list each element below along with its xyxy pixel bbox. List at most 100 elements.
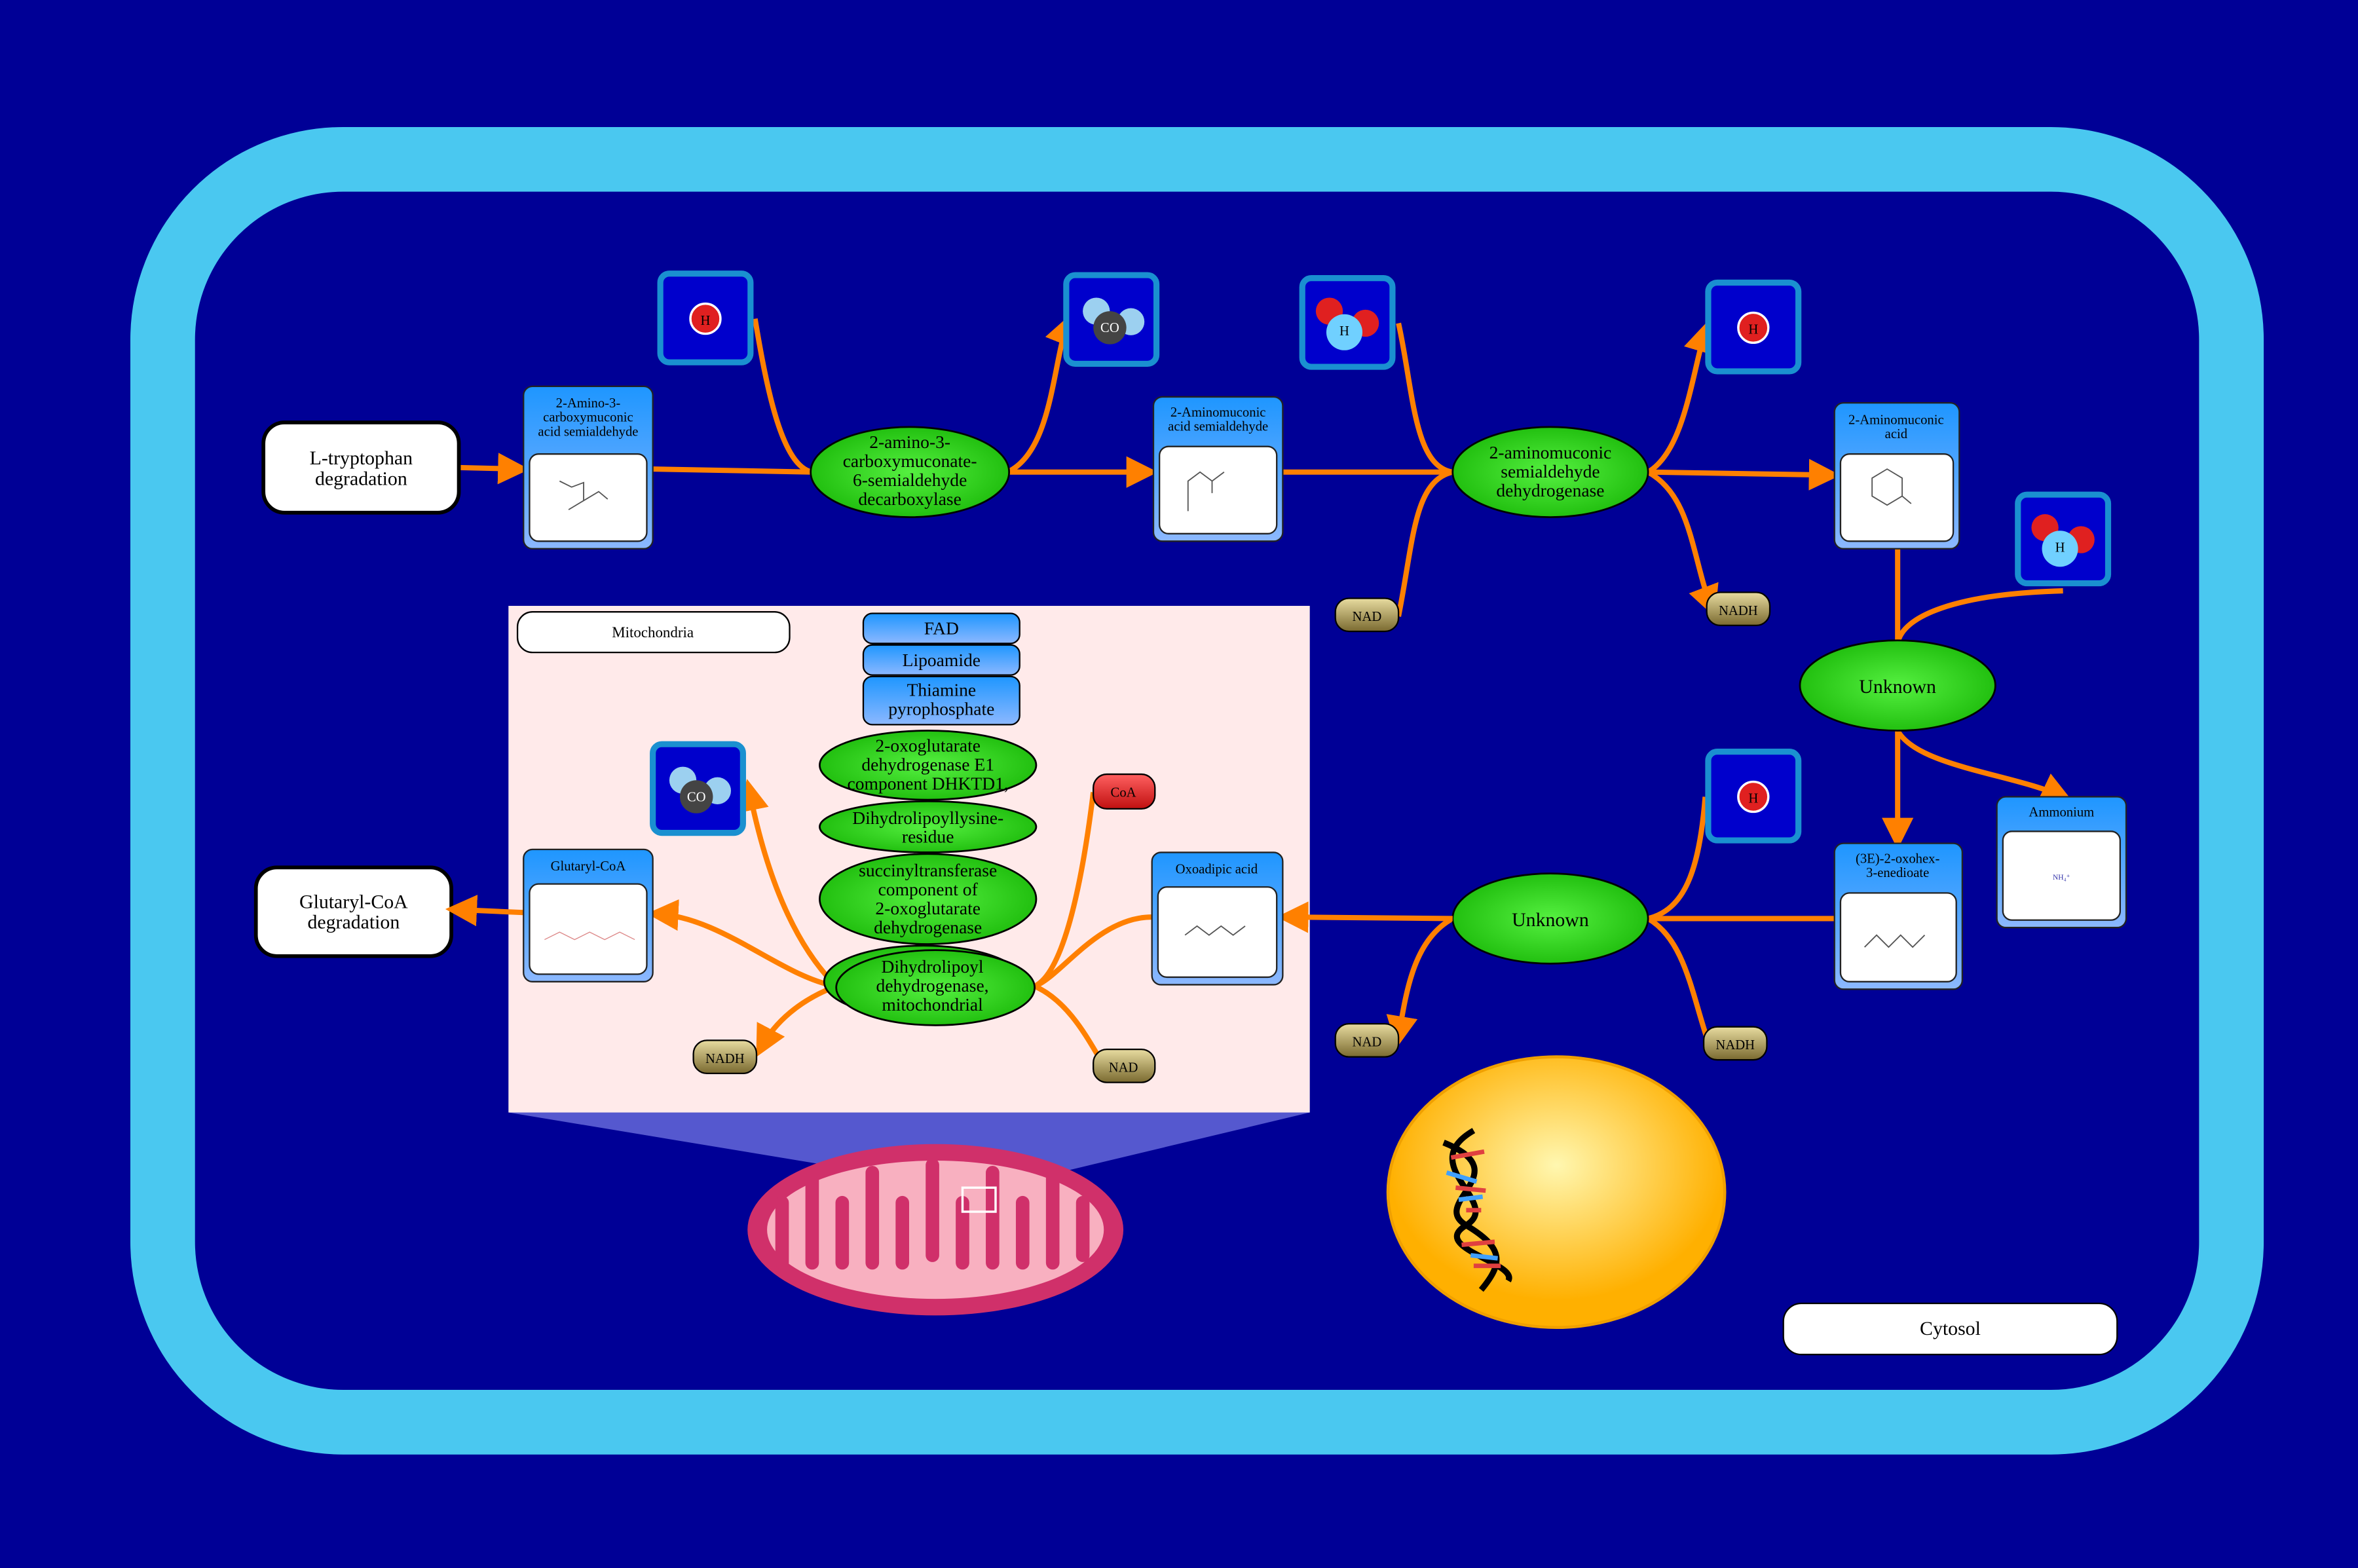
label-line: dehydrogenase E1 <box>861 755 994 775</box>
label-line: Glutaryl-CoA <box>299 891 408 912</box>
svg-text:CO: CO <box>687 790 706 804</box>
label-line: Ammonium <box>2029 805 2094 819</box>
label-line: 2-amino-3- <box>869 432 950 452</box>
structure-label: NH₄⁺ <box>2053 874 2070 882</box>
label-line: Glutaryl-CoA <box>551 859 626 874</box>
label-line: component DHKTD1, <box>848 773 1009 793</box>
metabolite-label: Ammonium <box>2029 805 2094 819</box>
label-line: pyrophosphate <box>888 699 994 719</box>
label-line: acid semialdehyde <box>1168 419 1268 434</box>
metabolite-label: (3E)-2-oxohex-3-enedioate <box>1856 852 1940 881</box>
nad-pill[interactable]: NAD <box>1334 597 1400 633</box>
label-line: degradation <box>315 468 407 490</box>
hydrogen-ion-icon[interactable]: H <box>1708 752 1799 840</box>
carbon-dioxide-icon[interactable]: CO <box>1063 272 1160 367</box>
nad-pill[interactable]: NAD <box>1334 1022 1400 1058</box>
svg-text:H: H <box>1748 792 1758 806</box>
label-line: Dihydrolipoyl <box>882 956 984 977</box>
nadh-pill[interactable]: NADH <box>1706 591 1771 626</box>
enzyme-label: Dihydrolipoyllysine-residue <box>852 808 1003 847</box>
mitochondria-edges <box>445 779 1453 1058</box>
svg-text:NAD: NAD <box>1353 1036 1382 1050</box>
label-line: 2-oxoglutarate <box>875 736 981 756</box>
label-line: L-tryptophan <box>310 447 413 469</box>
water-icon[interactable]: H <box>1299 275 1396 370</box>
label-line: component of <box>878 879 979 899</box>
enzyme-ellipse <box>819 853 1038 945</box>
label-line: 6-semialdehyde <box>853 470 967 490</box>
enzyme-label: Unknown <box>1859 676 1936 698</box>
nadh-pill[interactable]: NADH <box>692 1039 758 1074</box>
svg-text:NAD: NAD <box>1109 1061 1138 1075</box>
enzyme-ellipse <box>819 730 1038 801</box>
svg-text:CoA: CoA <box>1111 786 1136 800</box>
label-line: 3-enedioate <box>1866 866 1929 880</box>
metabolite-oxoadipic-acid[interactable]: Oxoadipic acid <box>1151 851 1284 986</box>
structure-icon <box>1871 468 1912 506</box>
label-line: Oxoadipic acid <box>1176 863 1258 877</box>
cell-membrane <box>130 126 2264 1455</box>
carbon-dioxide-icon[interactable]: CO <box>650 741 746 836</box>
metabolite-label: Oxoadipic acid <box>1176 863 1258 877</box>
nadh-pill[interactable]: NADH <box>1702 1026 1768 1061</box>
label-line: carboxymuconic <box>543 411 633 425</box>
svg-text:H: H <box>1748 323 1758 337</box>
structure-icon <box>1864 934 1926 948</box>
label-line: decarboxylase <box>858 489 961 509</box>
hydrogen-ion-icon[interactable]: H <box>660 274 751 362</box>
nad-pill[interactable]: NAD <box>1093 1048 1156 1083</box>
cofactor-lipoamide[interactable]: Lipoamide <box>862 644 1020 676</box>
structure-icon <box>1187 471 1225 512</box>
label-line: (3E)-2-oxohex- <box>1856 852 1940 867</box>
nucleus-icon <box>1386 1055 1727 1330</box>
label-line: 2-Aminomuconic <box>1170 405 1266 420</box>
compartment-label-mitochondria: Mitochondria <box>516 611 791 654</box>
svg-text:NAD: NAD <box>1353 610 1382 624</box>
label-line: mitochondrial <box>882 994 983 1015</box>
label-line: acid semialdehyde <box>538 424 638 439</box>
enzyme-acmsd[interactable]: 2-amino-3-carboxymuconate-6-semialdehyde… <box>810 426 1011 518</box>
enzyme-unknown[interactable]: Unknown <box>1451 872 1649 965</box>
hydrogen-ion-icon[interactable]: H <box>1708 283 1799 371</box>
label-line: carboxymuconate- <box>843 451 977 471</box>
cofactor-fad[interactable]: FAD <box>862 612 1020 644</box>
svg-text:NADH: NADH <box>1719 604 1758 618</box>
svg-text:NADH: NADH <box>705 1052 745 1066</box>
label-line: semialdehyde <box>1501 461 1600 481</box>
enzyme-unknown[interactable]: Unknown <box>1799 639 1996 732</box>
enzyme-ellipse <box>819 800 1038 853</box>
reaction-edges <box>458 313 2073 1048</box>
metabolite-3e-2-oxohex-3-enedioate[interactable]: (3E)-2-oxohex-3-enedioate <box>1833 842 1964 990</box>
metabolite-label: Glutaryl-CoA <box>551 859 626 874</box>
label-line: dehydrogenase <box>1496 480 1604 500</box>
label-line: Unknown <box>1512 909 1589 931</box>
label-line: degradation <box>307 912 400 933</box>
label-line: acid <box>1885 427 1908 441</box>
label-line: succinyltransferase <box>859 860 997 880</box>
label-line: dehydrogenase, <box>876 975 989 996</box>
coa-pill[interactable]: CoA <box>1093 773 1156 810</box>
svg-text:Lipoamide: Lipoamide <box>903 650 981 670</box>
mitochondrion-icon <box>747 1144 1124 1316</box>
metabolite-glutaryl-coa[interactable]: Glutaryl-CoA <box>523 848 654 982</box>
water-icon[interactable]: H <box>2015 491 2112 587</box>
metabolite-ammonium[interactable]: Ammonium NH₄⁺ <box>1996 796 2127 929</box>
